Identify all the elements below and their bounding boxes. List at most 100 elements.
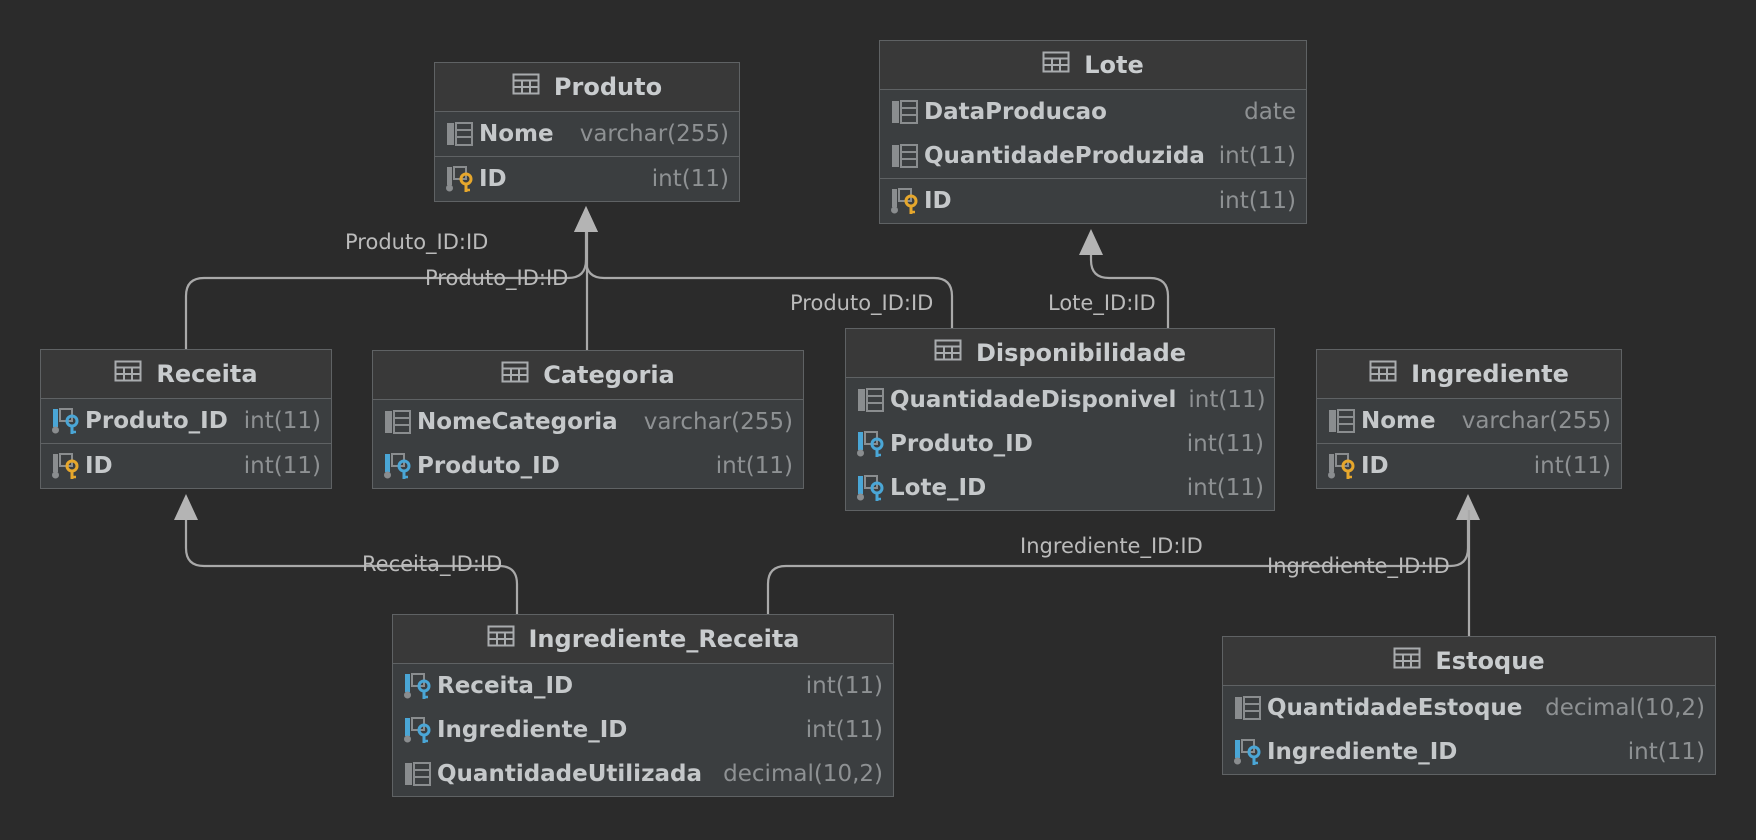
- column-row[interactable]: ID int(11): [41, 444, 331, 488]
- column-row[interactable]: QuantidadeProduzida int(11): [880, 134, 1306, 178]
- column-row[interactable]: Nome varchar(255): [1317, 399, 1621, 443]
- column-type: int(11): [1186, 431, 1264, 457]
- relation-line[interactable]: [184, 222, 588, 349]
- column-type: int(11): [1218, 143, 1296, 169]
- column-name: QuantidadeUtilizada: [437, 761, 702, 787]
- column-name: QuantidadeProduzida: [924, 143, 1205, 169]
- column-name: Nome: [1361, 408, 1436, 434]
- table-icon: [512, 73, 540, 101]
- column-icon: [890, 98, 920, 126]
- table-header[interactable]: Categoria: [373, 351, 803, 400]
- table-name: Ingrediente: [1411, 360, 1569, 388]
- column-name: ID: [479, 166, 507, 192]
- foreign-key-icon: [403, 716, 433, 744]
- column-name: Produto_ID: [417, 453, 560, 479]
- column-name: ID: [85, 453, 113, 479]
- column-icon: [403, 760, 433, 788]
- table-header[interactable]: Lote: [880, 41, 1306, 90]
- table-header[interactable]: Disponibilidade: [846, 329, 1274, 378]
- column-name: Produto_ID: [890, 431, 1033, 457]
- table-icon: [1369, 360, 1397, 388]
- column-type: int(11): [1627, 739, 1705, 765]
- relation-arrowhead: [1456, 494, 1480, 520]
- column-name: Produto_ID: [85, 408, 228, 434]
- column-type: int(11): [243, 453, 321, 479]
- foreign-key-icon: [403, 672, 433, 700]
- column-row[interactable]: ID int(11): [1317, 444, 1621, 488]
- column-type: int(11): [1533, 453, 1611, 479]
- relation-line[interactable]: [1089, 245, 1170, 328]
- table-name: Receita: [156, 360, 258, 388]
- column-row[interactable]: Nome varchar(255): [435, 112, 739, 156]
- column-type: int(11): [1218, 188, 1296, 214]
- column-name: Nome: [479, 121, 554, 147]
- table-header[interactable]: Receita: [41, 350, 331, 399]
- column-row[interactable]: Ingrediente_ID int(11): [1223, 730, 1715, 774]
- column-type: int(11): [1186, 475, 1264, 501]
- column-group: Nome varchar(255): [435, 112, 739, 156]
- primary-key-icon: [1327, 452, 1357, 480]
- column-row[interactable]: QuantidadeEstoque decimal(10,2): [1223, 686, 1715, 730]
- column-name: ID: [1361, 453, 1389, 479]
- primary-key-icon: [445, 165, 475, 193]
- table-header[interactable]: Ingrediente_Receita: [393, 615, 893, 664]
- column-icon: [1327, 407, 1357, 435]
- column-group: ID int(11): [41, 443, 331, 488]
- relation-line[interactable]: [584, 259, 954, 328]
- foreign-key-icon: [856, 430, 886, 458]
- table-header[interactable]: Estoque: [1223, 637, 1715, 686]
- foreign-key-icon: [1233, 738, 1263, 766]
- table-header[interactable]: Produto: [435, 63, 739, 112]
- relation-label: Produto_ID:ID: [425, 266, 569, 290]
- table-icon: [487, 625, 515, 653]
- column-name: DataProducao: [924, 99, 1107, 125]
- column-name: QuantidadeDisponivel: [890, 387, 1177, 413]
- column-group: QuantidadeEstoque decimal(10,2) Ingredient…: [1223, 686, 1715, 774]
- column-icon: [445, 120, 475, 148]
- foreign-key-icon: [51, 407, 81, 435]
- column-name: Receita_ID: [437, 673, 574, 699]
- relation-line[interactable]: [766, 510, 1470, 614]
- table-icon: [1393, 647, 1421, 675]
- column-type: varchar(255): [1461, 408, 1611, 434]
- relation-label: Receita_ID:ID: [362, 552, 503, 576]
- column-name: QuantidadeEstoque: [1267, 695, 1523, 721]
- table-header[interactable]: Ingrediente: [1317, 350, 1621, 399]
- table-name: Lote: [1084, 51, 1144, 79]
- table-icon: [934, 339, 962, 367]
- column-type: varchar(255): [579, 121, 729, 147]
- column-row[interactable]: Produto_ID int(11): [846, 422, 1274, 466]
- foreign-key-icon: [856, 474, 886, 502]
- relation-label: Produto_ID:ID: [345, 230, 489, 254]
- column-type: decimal(10,2): [1545, 695, 1705, 721]
- relation-label: Produto_ID:ID: [790, 291, 934, 315]
- table-name: Ingrediente_Receita: [528, 625, 800, 653]
- column-name: Ingrediente_ID: [1267, 739, 1458, 765]
- relation-line[interactable]: [184, 510, 519, 614]
- table-icon: [114, 360, 142, 388]
